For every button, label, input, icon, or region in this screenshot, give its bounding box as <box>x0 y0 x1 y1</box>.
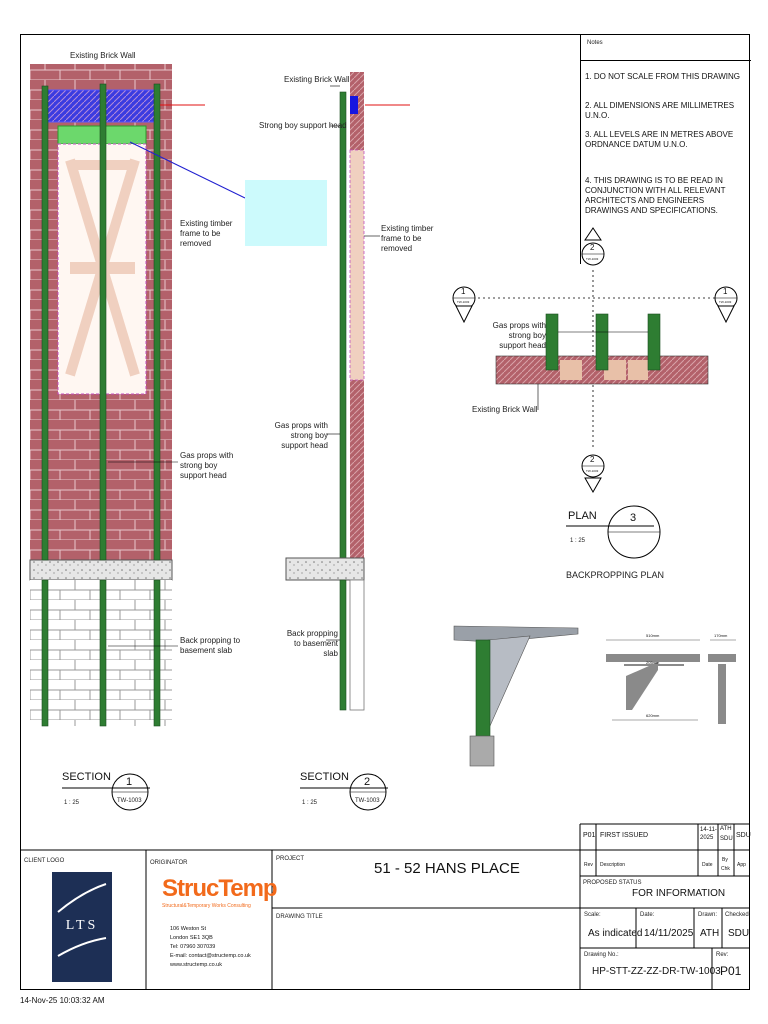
address-line: London SE1 3QB <box>170 935 213 941</box>
detail-dim-bottom: 620mm <box>646 713 660 718</box>
plan-marker-2-top-sheet: TW-1003 <box>586 257 599 261</box>
scale-label: Scale: <box>584 912 601 918</box>
structemp-logo: StrucTemp <box>162 875 278 902</box>
sheet-border <box>20 34 750 990</box>
drawing-no-value: HP-STT-ZZ-ZZ-DR-TW-1003 <box>592 966 721 977</box>
rev-row-rev: P01 <box>583 832 596 839</box>
rev-header-chk: Chk <box>721 866 730 872</box>
plan-marker-1-right: 1 <box>723 287 728 296</box>
plan-scale: 1 : 25 <box>570 538 586 544</box>
section1-label-back: Back propping to basement slab <box>180 636 241 655</box>
originator-address: 106 Weston St London SE1 3QB Tel: 07960 … <box>170 925 251 970</box>
rev-header-date: Date <box>702 862 713 868</box>
plan-number: 3 <box>630 512 637 524</box>
section1-scale: 1 : 25 <box>64 800 80 806</box>
section2-label-wall: Existing Brick Wall <box>284 75 350 84</box>
section2-title: SECTION <box>300 771 349 783</box>
detail-dim-side: 170mm <box>714 633 728 638</box>
plan-marker-1-left-sheet: TW-1003 <box>457 300 470 304</box>
rev-row-app: SDU <box>736 832 751 839</box>
structemp-tagline: Structural&Temporary Works Consulting <box>162 903 251 909</box>
rev-header-rev: Rev <box>584 862 593 868</box>
section1-label-wall: Existing Brick Wall <box>70 51 136 60</box>
rev-row-chk: SDU <box>720 836 733 842</box>
client-logo-text: LTS <box>65 918 99 933</box>
plan-marker-2-bottom-sheet: TW-1003 <box>586 469 599 473</box>
plan-title: PLAN <box>568 510 597 522</box>
detail-dim-mid: 205mm <box>646 660 660 665</box>
rev-header-app: App <box>737 862 746 868</box>
section2-scale: 1 : 25 <box>302 800 318 806</box>
status-label: PROPOSED STATUS <box>583 880 642 886</box>
plan-marker-1-left: 1 <box>461 287 466 296</box>
plan-label-wall: Existing Brick Wall <box>472 405 538 414</box>
address-line: E-mail: contact@structemp.co.uk <box>170 953 251 959</box>
plan-label-props: Gas props with strong boy support head <box>492 321 546 350</box>
note-1: 1. DO NOT SCALE FROM THIS DRAWING <box>585 72 740 81</box>
notes-panel: Notes 1. DO NOT SCALE FROM THIS DRAWING … <box>580 34 751 264</box>
note-3: 3. ALL LEVELS ARE IN METRES ABOVE ORDNAN… <box>585 130 734 149</box>
scale-value: As indicated <box>588 928 643 939</box>
plan-subtitle: BACKPROPPING PLAN <box>566 570 665 580</box>
print-timestamp: 14-Nov-25 10:03:32 AM <box>20 996 105 1005</box>
notes-heading: Notes <box>587 40 603 46</box>
rev-header-description: Description <box>600 862 626 868</box>
client-logo-label: CLIENT LOGO <box>24 858 65 864</box>
project-name: 51 - 52 HANS PLACE <box>374 860 520 877</box>
section2-label-props: Gas props with strong boy support head <box>274 421 328 450</box>
drawing-no-label: Drawing No.: <box>584 952 619 958</box>
originator-label: ORIGINATOR <box>150 860 188 866</box>
section1-sheet: TW-1003 <box>117 798 142 804</box>
date-value: 14/11/2025 <box>644 928 694 939</box>
section2-number: 2 <box>364 776 371 788</box>
note-2: 2. ALL DIMENSIONS ARE MILLIMETRES U.N.O. <box>585 101 735 120</box>
note-4: 4. THIS DRAWING IS TO BE READ IN CONJUNC… <box>585 176 726 215</box>
section2-label-back: Back propping to basement slab <box>286 629 338 658</box>
section1-title: SECTION <box>62 771 111 783</box>
rev-row-description: FIRST ISSUED <box>600 832 649 839</box>
project-label: PROJECT <box>276 856 305 862</box>
plan-marker-2-bottom: 2 <box>590 455 595 464</box>
section1-number: 1 <box>126 776 133 788</box>
section1-label-props: Gas props with strong boy support head <box>180 451 234 480</box>
section1-label-frame: Existing timber frame to be removed <box>180 219 233 248</box>
checked-value: SDU <box>728 928 750 939</box>
rev-row-date: 14-11-2025 <box>700 827 717 841</box>
plan-marker-1-right-sheet: TW-1003 <box>719 300 732 304</box>
checked-label: Checked: <box>725 912 751 918</box>
detail-dim-top: 510mm <box>646 633 660 638</box>
drawn-label: Drawn: <box>698 912 718 918</box>
address-line: 106 Weston St <box>170 926 206 932</box>
client-logo: LTS <box>52 872 112 982</box>
address-line: www.structemp.co.uk <box>170 962 222 968</box>
date-label: Date: <box>640 912 655 918</box>
section2-label-frame: Existing timber frame to be removed <box>381 224 434 253</box>
status-value: FOR INFORMATION <box>632 888 726 899</box>
address-line: Tel: 07960 307039 <box>170 944 216 950</box>
rev-header-by: By <box>722 857 728 863</box>
cyan-callout-box <box>245 180 327 246</box>
drawing-title-label: DRAWING TITLE <box>276 914 323 920</box>
rev-value: P01 <box>720 964 742 978</box>
rev-row-by: ATH <box>720 826 732 832</box>
section2-sheet: TW-1003 <box>355 798 380 804</box>
rev-label: Rev: <box>716 952 729 958</box>
drawn-value: ATH <box>700 928 720 939</box>
plan-marker-2-top: 2 <box>590 243 595 252</box>
section2-label-head: Strong boy support head <box>259 121 347 130</box>
